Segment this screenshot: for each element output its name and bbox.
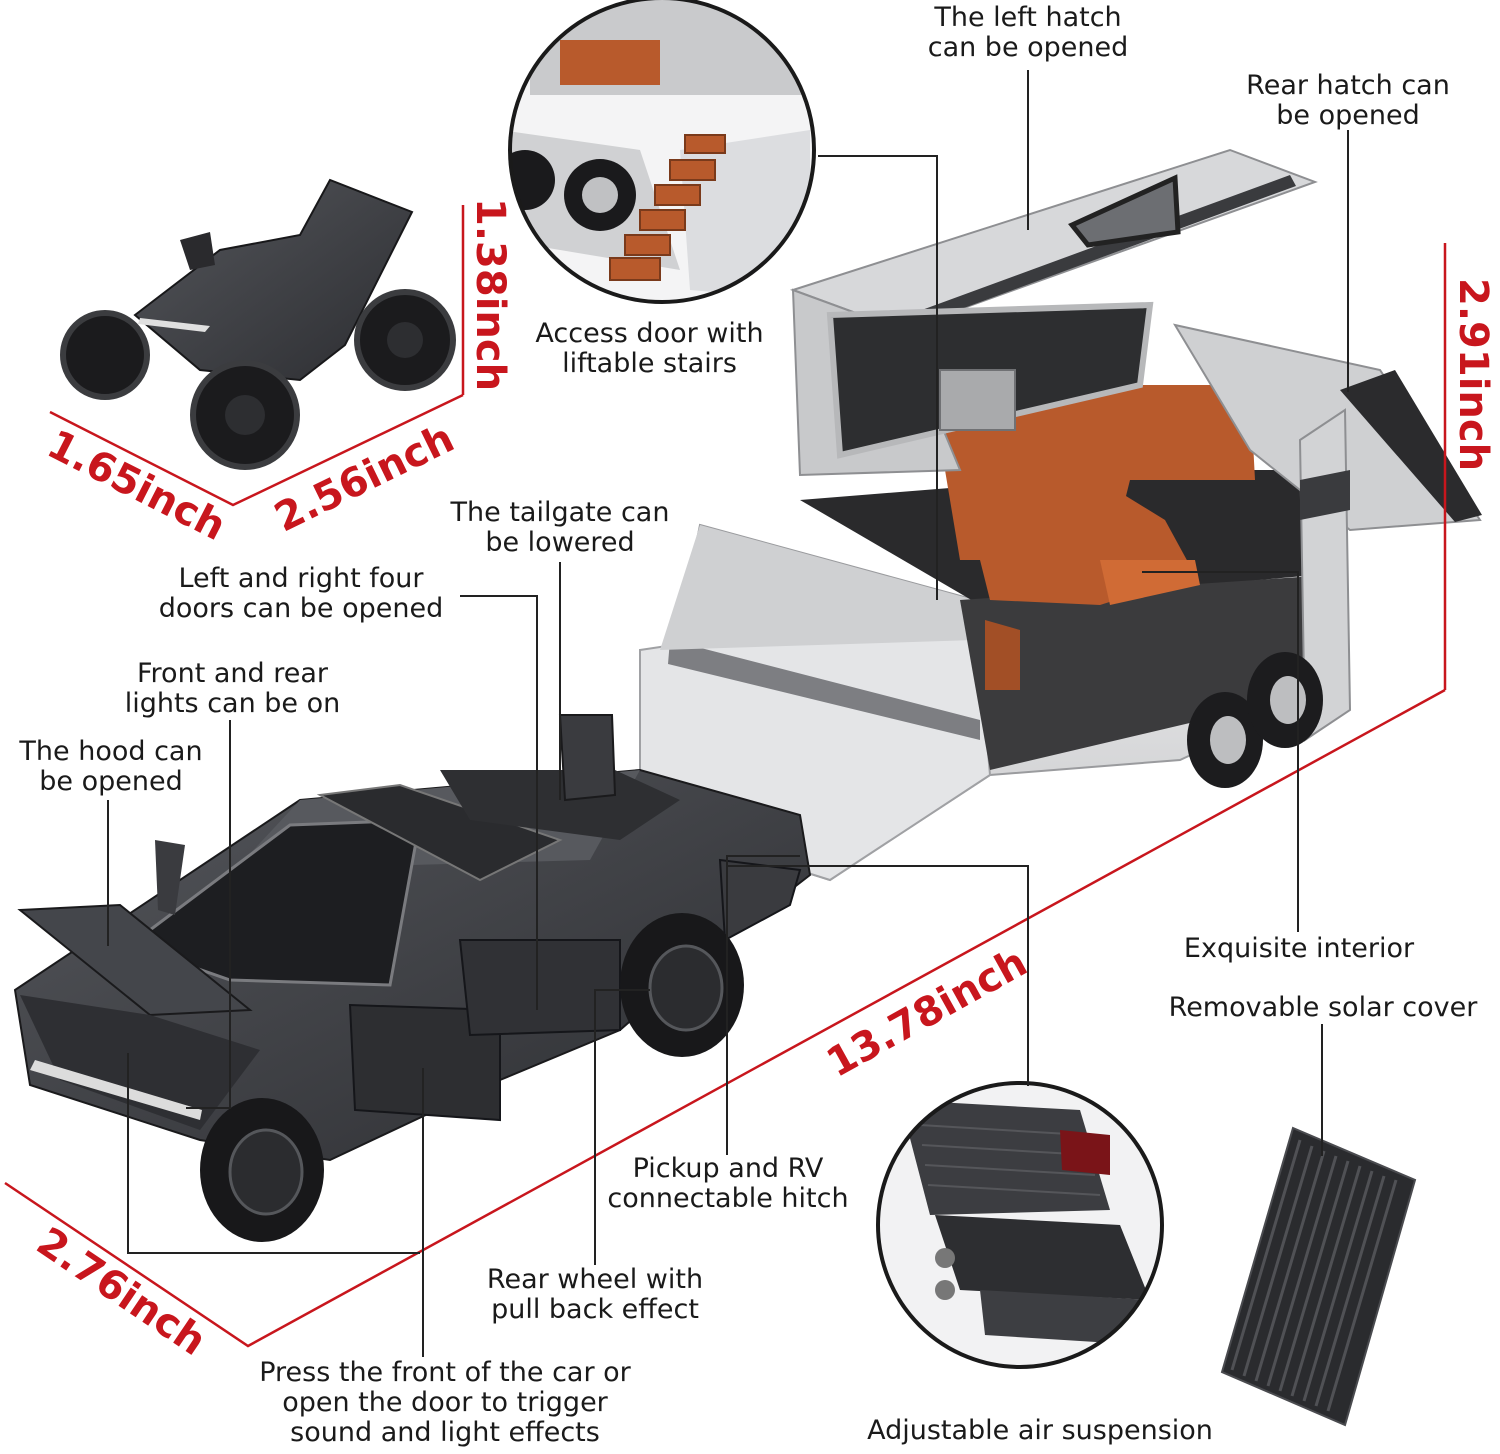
label-line: The left hatch <box>934 2 1122 33</box>
label-interior: Exquisite interior <box>1170 934 1428 964</box>
label-line: liftable stairs <box>562 348 737 379</box>
label-line: be lowered <box>485 527 635 558</box>
label-line: Left and right four <box>178 563 424 594</box>
truck-wheels <box>200 913 744 1242</box>
label-suspension: Adjustable air suspension <box>845 1416 1235 1446</box>
dimension-lines <box>4 205 1447 1348</box>
label-hood: The hood can be opened <box>6 737 216 797</box>
dimension-trailer-height: 2.91inch <box>1450 278 1496 472</box>
label-rear-wheel: Rear wheel with pull back effect <box>470 1265 720 1325</box>
label-line: can be opened <box>927 32 1129 63</box>
trailer-wheels <box>1187 652 1323 788</box>
label-line: Adjustable air suspension <box>867 1415 1213 1446</box>
label-line: open the door to trigger <box>282 1387 608 1418</box>
label-tailgate: The tailgate can be lowered <box>440 498 680 558</box>
label-solar-cover: Removable solar cover <box>1150 993 1496 1023</box>
label-line: Access door with <box>535 318 764 349</box>
left-hatch <box>789 148 1318 477</box>
label-line: Pickup and RV <box>632 1153 824 1184</box>
label-line: Rear wheel with <box>486 1264 704 1295</box>
label-line: doors can be opened <box>158 593 444 624</box>
label-line: The hood can <box>19 736 203 767</box>
label-line: pull back effect <box>491 1294 699 1325</box>
label-line: Exquisite interior <box>1183 933 1415 964</box>
label-four-doors: Left and right four doors can be opened <box>140 564 462 624</box>
label-rear-hatch: Rear hatch can be opened <box>1233 71 1463 131</box>
label-line: Rear hatch can <box>1246 70 1450 101</box>
stairs-detail-circle <box>508 0 816 304</box>
leader-lines <box>107 70 1349 1357</box>
label-line: Removable solar cover <box>1168 992 1478 1023</box>
label-hitch: Pickup and RV connectable hitch <box>593 1154 863 1214</box>
suspension-detail-circle <box>876 1081 1164 1369</box>
label-line: Front and rear <box>136 658 329 689</box>
label-lights: Front and rear lights can be on <box>110 659 355 719</box>
label-line: lights can be on <box>124 688 341 719</box>
label-left-hatch: The left hatch can be opened <box>913 3 1143 63</box>
rear-hatch <box>1172 323 1482 742</box>
solar-cover <box>1220 1126 1417 1427</box>
pickup-truck <box>13 714 812 1242</box>
label-line: Press the front of the car or <box>259 1357 631 1388</box>
label-line: connectable hitch <box>607 1183 849 1214</box>
label-line: be opened <box>39 766 183 797</box>
label-line: sound and light effects <box>290 1417 600 1448</box>
atv-model <box>60 178 456 470</box>
dimension-atv-height: 1.38inch <box>467 198 513 392</box>
label-trigger: Press the front of the car or open the d… <box>240 1358 650 1448</box>
label-line: The tailgate can <box>450 497 670 528</box>
label-access-door: Access door with liftable stairs <box>522 319 777 379</box>
label-line: be opened <box>1276 100 1420 131</box>
